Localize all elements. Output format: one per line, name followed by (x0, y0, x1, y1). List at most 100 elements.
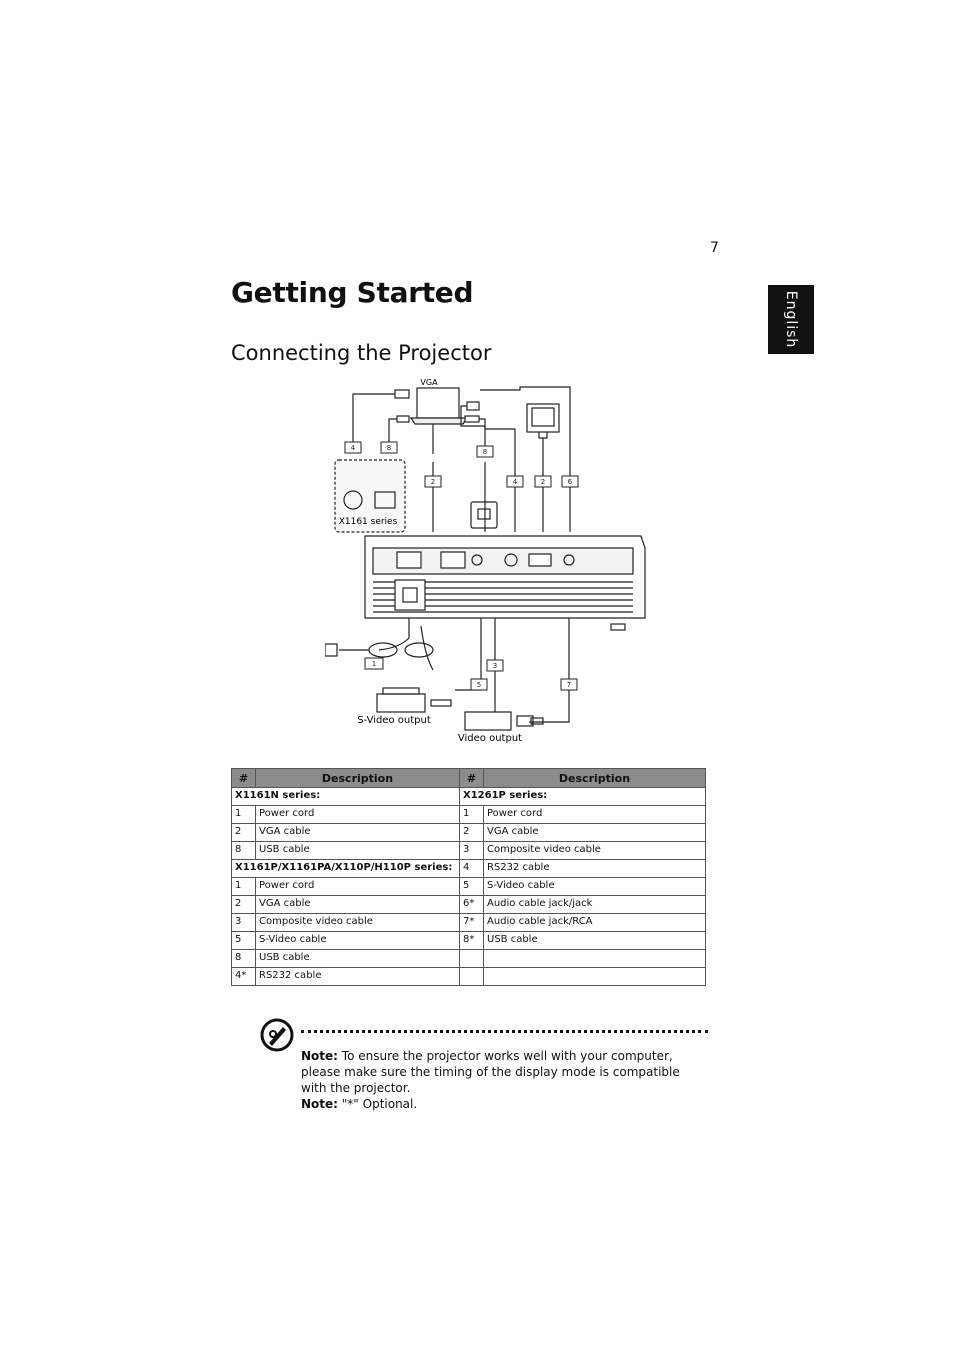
rs232-port-icon (394, 389, 410, 399)
svideo-device-icon (376, 693, 426, 713)
svg-text:4: 4 (351, 444, 356, 452)
cell-num-2: 4 (459, 859, 484, 878)
connection-diagram: 4 8 8 2 4 2 6 1 3 5 7 VGA X1161 series S… (325, 378, 646, 744)
cell-desc-1: RS232 cable (255, 967, 460, 986)
cable-table: # Description # Description X1161N serie… (231, 768, 706, 986)
svg-text:5: 5 (477, 681, 481, 689)
cell-num-2: 3 (459, 841, 484, 860)
page-number: 7 (710, 240, 719, 256)
callout-6: 6 (561, 475, 579, 488)
header-num-1: # (231, 768, 256, 788)
cell-num-1: 1 (231, 877, 256, 896)
svg-text:1: 1 (372, 660, 376, 668)
callout-8b: 8 (476, 445, 494, 458)
note-icon (260, 1018, 294, 1052)
callout-7: 7 (560, 678, 578, 691)
header-desc-1: Description (255, 768, 460, 788)
video-output-label: Video output (458, 733, 522, 744)
cell-desc-2: Composite video cable (483, 841, 706, 860)
note-divider (301, 1030, 708, 1033)
svg-text:7: 7 (567, 681, 571, 689)
cell-desc-2: VGA cable (483, 823, 706, 842)
callout-2a: 2 (424, 475, 442, 488)
section-heading: Connecting the Projector (231, 341, 492, 365)
cell-desc-1: X1161N series: (231, 787, 460, 806)
svg-text:2: 2 (541, 478, 545, 486)
cell-num-1: 4* (231, 967, 256, 986)
cell-num-1: 2 (231, 823, 256, 842)
cell-num-1: 5 (231, 931, 256, 950)
cell-num-1: 8 (231, 841, 256, 860)
header-desc-2: Description (483, 768, 706, 788)
svideo-output-label: S-Video output (357, 715, 431, 726)
cell-num-2 (459, 967, 484, 986)
callout-4a: 4 (344, 441, 362, 454)
cell-desc-1: Power cord (255, 877, 460, 896)
x1161-inset (334, 459, 406, 533)
cell-num-2: 5 (459, 877, 484, 896)
laptop-icon (416, 387, 460, 419)
cell-desc-1: X1161P/X1161PA/X110P/H110P series: (231, 859, 460, 878)
cell-desc-2 (483, 967, 706, 986)
vga-label: VGA (420, 378, 438, 387)
svg-text:6: 6 (568, 478, 573, 486)
cell-num-2: 8* (459, 931, 484, 950)
svg-text:8: 8 (483, 448, 487, 456)
cell-desc-1: Composite video cable (255, 913, 460, 932)
cell-desc-1: USB cable (255, 949, 460, 968)
cell-desc-1: VGA cable (255, 895, 460, 914)
language-tab-label: English (783, 290, 799, 349)
cell-desc-1: USB cable (255, 841, 460, 860)
svg-text:4: 4 (513, 478, 518, 486)
cell-num-2: 7* (459, 913, 484, 932)
usb-port-icon (396, 415, 410, 423)
cell-desc-2: Power cord (483, 805, 706, 824)
cell-num-2: 2 (459, 823, 484, 842)
cell-desc-1: Power cord (255, 805, 460, 824)
callout-3: 3 (486, 659, 504, 672)
header-num-2: # (459, 768, 484, 788)
language-tab: English (768, 285, 814, 354)
cell-desc-2: Audio cable jack/RCA (483, 913, 706, 932)
note-block: Note: To ensure the projector works well… (301, 1048, 691, 1112)
cell-desc-1: S-Video cable (255, 931, 460, 950)
callout-8a: 8 (380, 441, 398, 454)
callout-4b: 4 (506, 475, 524, 488)
cell-desc-2: X1261P series: (459, 787, 706, 806)
note-paragraph-2: Note: "*" Optional. (301, 1097, 418, 1111)
table-header-row: # Description # Description (231, 768, 706, 788)
cell-desc-2: Audio cable jack/jack (483, 895, 706, 914)
callout-1: 1 (364, 657, 384, 670)
cell-desc-1: VGA cable (255, 823, 460, 842)
cell-desc-2: USB cable (483, 931, 706, 950)
cell-num-1: 2 (231, 895, 256, 914)
svg-text:3: 3 (493, 662, 497, 670)
page-title: Getting Started (231, 276, 474, 309)
cell-desc-2 (483, 949, 706, 968)
cell-num-2 (459, 949, 484, 968)
cell-num-1: 3 (231, 913, 256, 932)
cell-num-1: 8 (231, 949, 256, 968)
cell-num-1: 1 (231, 805, 256, 824)
cell-desc-2: S-Video cable (483, 877, 706, 896)
callout-5: 5 (470, 678, 488, 691)
cell-num-2: 6* (459, 895, 484, 914)
cell-desc-2: RS232 cable (483, 859, 706, 878)
callout-2b: 2 (534, 475, 552, 488)
x1161-series-label: X1161 series (339, 517, 398, 527)
svg-text:2: 2 (431, 478, 435, 486)
cell-num-2: 1 (459, 805, 484, 824)
svg-text:8: 8 (387, 444, 391, 452)
video-device-icon (464, 711, 512, 731)
note-paragraph-1: Note: To ensure the projector works well… (301, 1049, 680, 1095)
table-row: 4*RS232 cable (231, 967, 706, 986)
